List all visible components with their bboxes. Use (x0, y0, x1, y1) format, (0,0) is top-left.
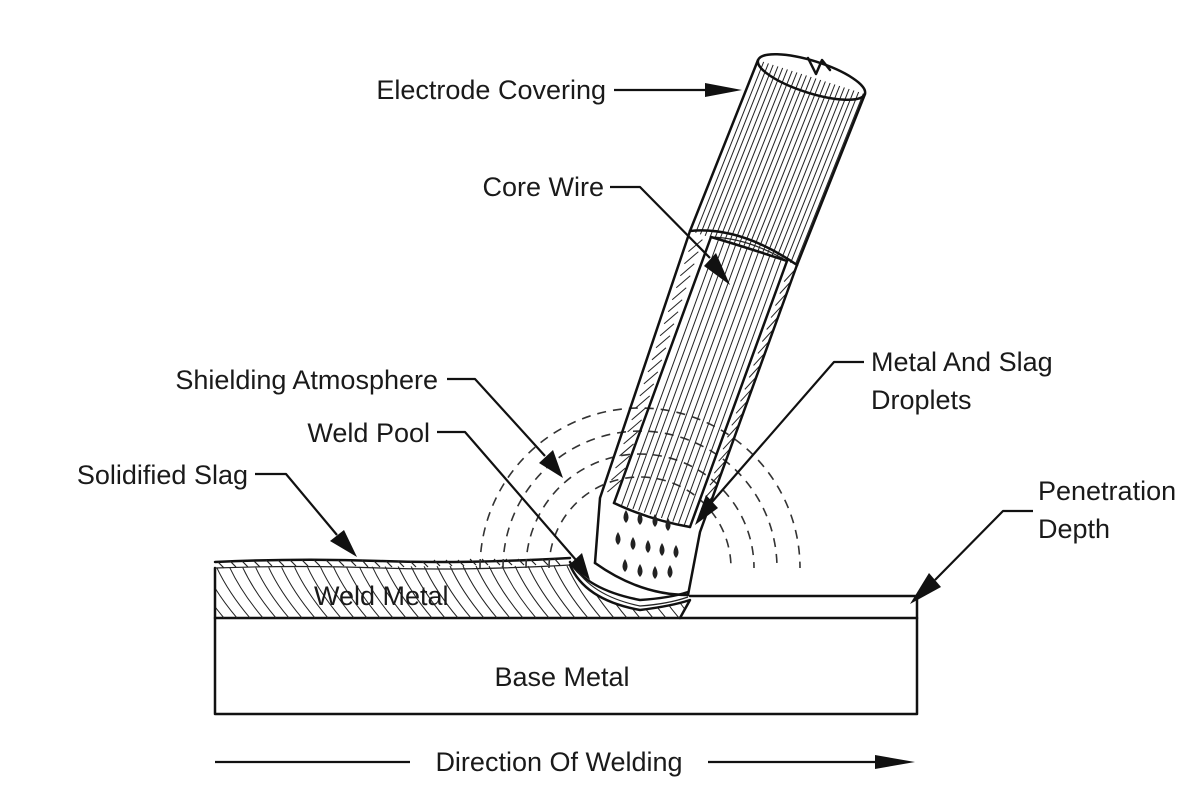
label-weld-pool: Weld Pool (307, 418, 430, 448)
label-metal-and-slag-droplets-1: Metal And Slag (871, 347, 1053, 377)
direction-of-welding-arrow (215, 755, 915, 769)
label-metal-and-slag-droplets-2: Droplets (871, 385, 972, 415)
base-metal (213, 594, 919, 716)
label-penetration-depth-1: Penetration (1038, 476, 1176, 506)
label-base-metal: Base Metal (494, 662, 629, 692)
solidified-slag-layer (213, 556, 572, 570)
electrode (593, 53, 867, 597)
label-electrode-covering: Electrode Covering (376, 75, 606, 105)
label-direction-of-welding: Direction Of Welding (435, 747, 682, 777)
label-penetration-depth-2: Depth (1038, 514, 1110, 544)
label-leaders (255, 83, 1033, 604)
label-shielding-atmosphere: Shielding Atmosphere (175, 365, 438, 395)
label-solidified-slag: Solidified Slag (77, 460, 248, 490)
label-core-wire: Core Wire (482, 172, 604, 202)
metal-and-slag-droplets (615, 510, 679, 579)
label-weld-metal: Weld Metal (314, 581, 449, 611)
